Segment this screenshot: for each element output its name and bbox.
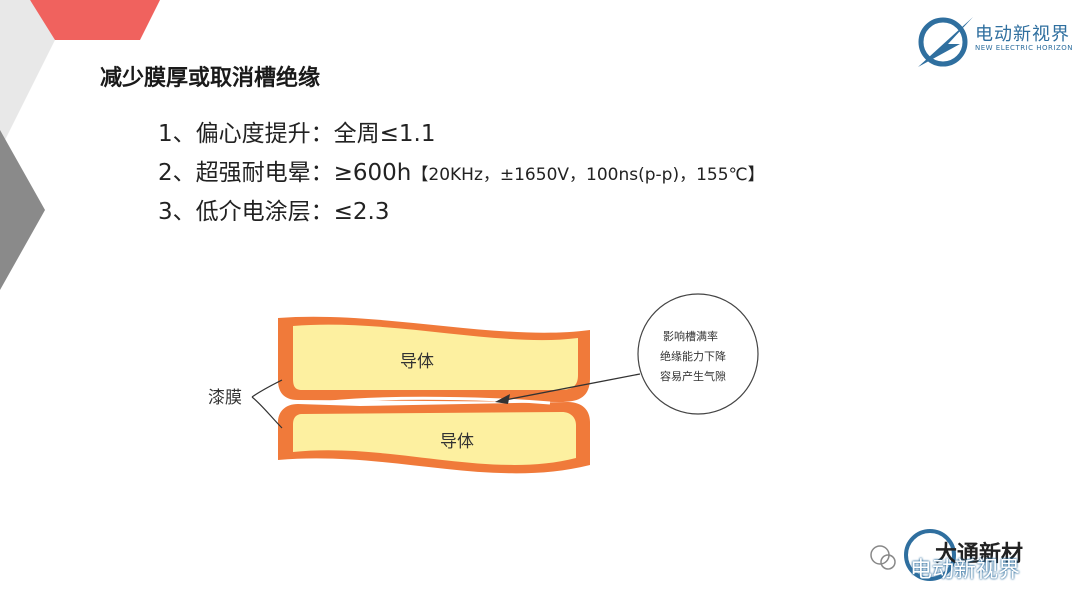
list-item: 2、超强耐电晕：≥600h【20KHz，±1650V，100ns(p-p)，15… <box>158 153 765 187</box>
top-conductor-shape <box>293 324 578 390</box>
arrow-head-icon <box>495 394 510 404</box>
list-item: 3、低介电涂层：≤2.3 <box>158 192 389 226</box>
item-text: 1、偏心度提升：全周≤1.1 <box>158 121 436 147</box>
callout-circle <box>637 293 759 415</box>
air-gap-line <box>329 396 551 405</box>
brand-name-cn: 电动新视界 <box>975 24 1070 45</box>
watermark-logo-icon <box>870 529 956 581</box>
brand-logo-icon <box>918 17 973 67</box>
page-title: 减少膜厚或取消槽绝缘 <box>100 66 321 91</box>
film-label: 漆膜 <box>208 388 242 408</box>
callout-line-1: 影响槽满率 <box>663 329 718 343</box>
item-detail: 【20KHz，±1650V，100ns(p-p)，155℃】 <box>411 165 765 185</box>
watermark-brand-text: 电动新视界 <box>910 558 1021 583</box>
list-item: 1、偏心度提升：全周≤1.1 <box>158 114 435 148</box>
film-pointer-upper <box>251 379 283 398</box>
callout-line-2: 绝缘能力下降 <box>660 349 726 363</box>
gray-chevron-shape <box>0 130 45 290</box>
callout-line-3: 容易产生气隙 <box>660 369 726 383</box>
brand-name-en: NEW ELECTRIC HORIZON <box>975 44 1073 52</box>
bottom-conductor-shape <box>293 412 576 465</box>
red-banner-shape <box>30 0 160 40</box>
item-text: 2、超强耐电晕：≥600h <box>158 160 412 186</box>
insulation-diagram: 导体 导体 漆膜 影响槽满率 绝缘能力下降 容易产生气隙 <box>208 293 759 474</box>
corner-decoration <box>0 0 160 290</box>
top-conductor-label: 导体 <box>400 352 434 372</box>
film-pointer-lower <box>251 396 283 429</box>
watermark-overlay-text: 大通新材 <box>935 542 1024 567</box>
light-gray-shape <box>0 0 55 150</box>
bottom-conductor-label: 导体 <box>440 432 474 452</box>
callout-arrow-line <box>504 373 641 401</box>
item-text: 3、低介电涂层：≤2.3 <box>158 199 390 225</box>
